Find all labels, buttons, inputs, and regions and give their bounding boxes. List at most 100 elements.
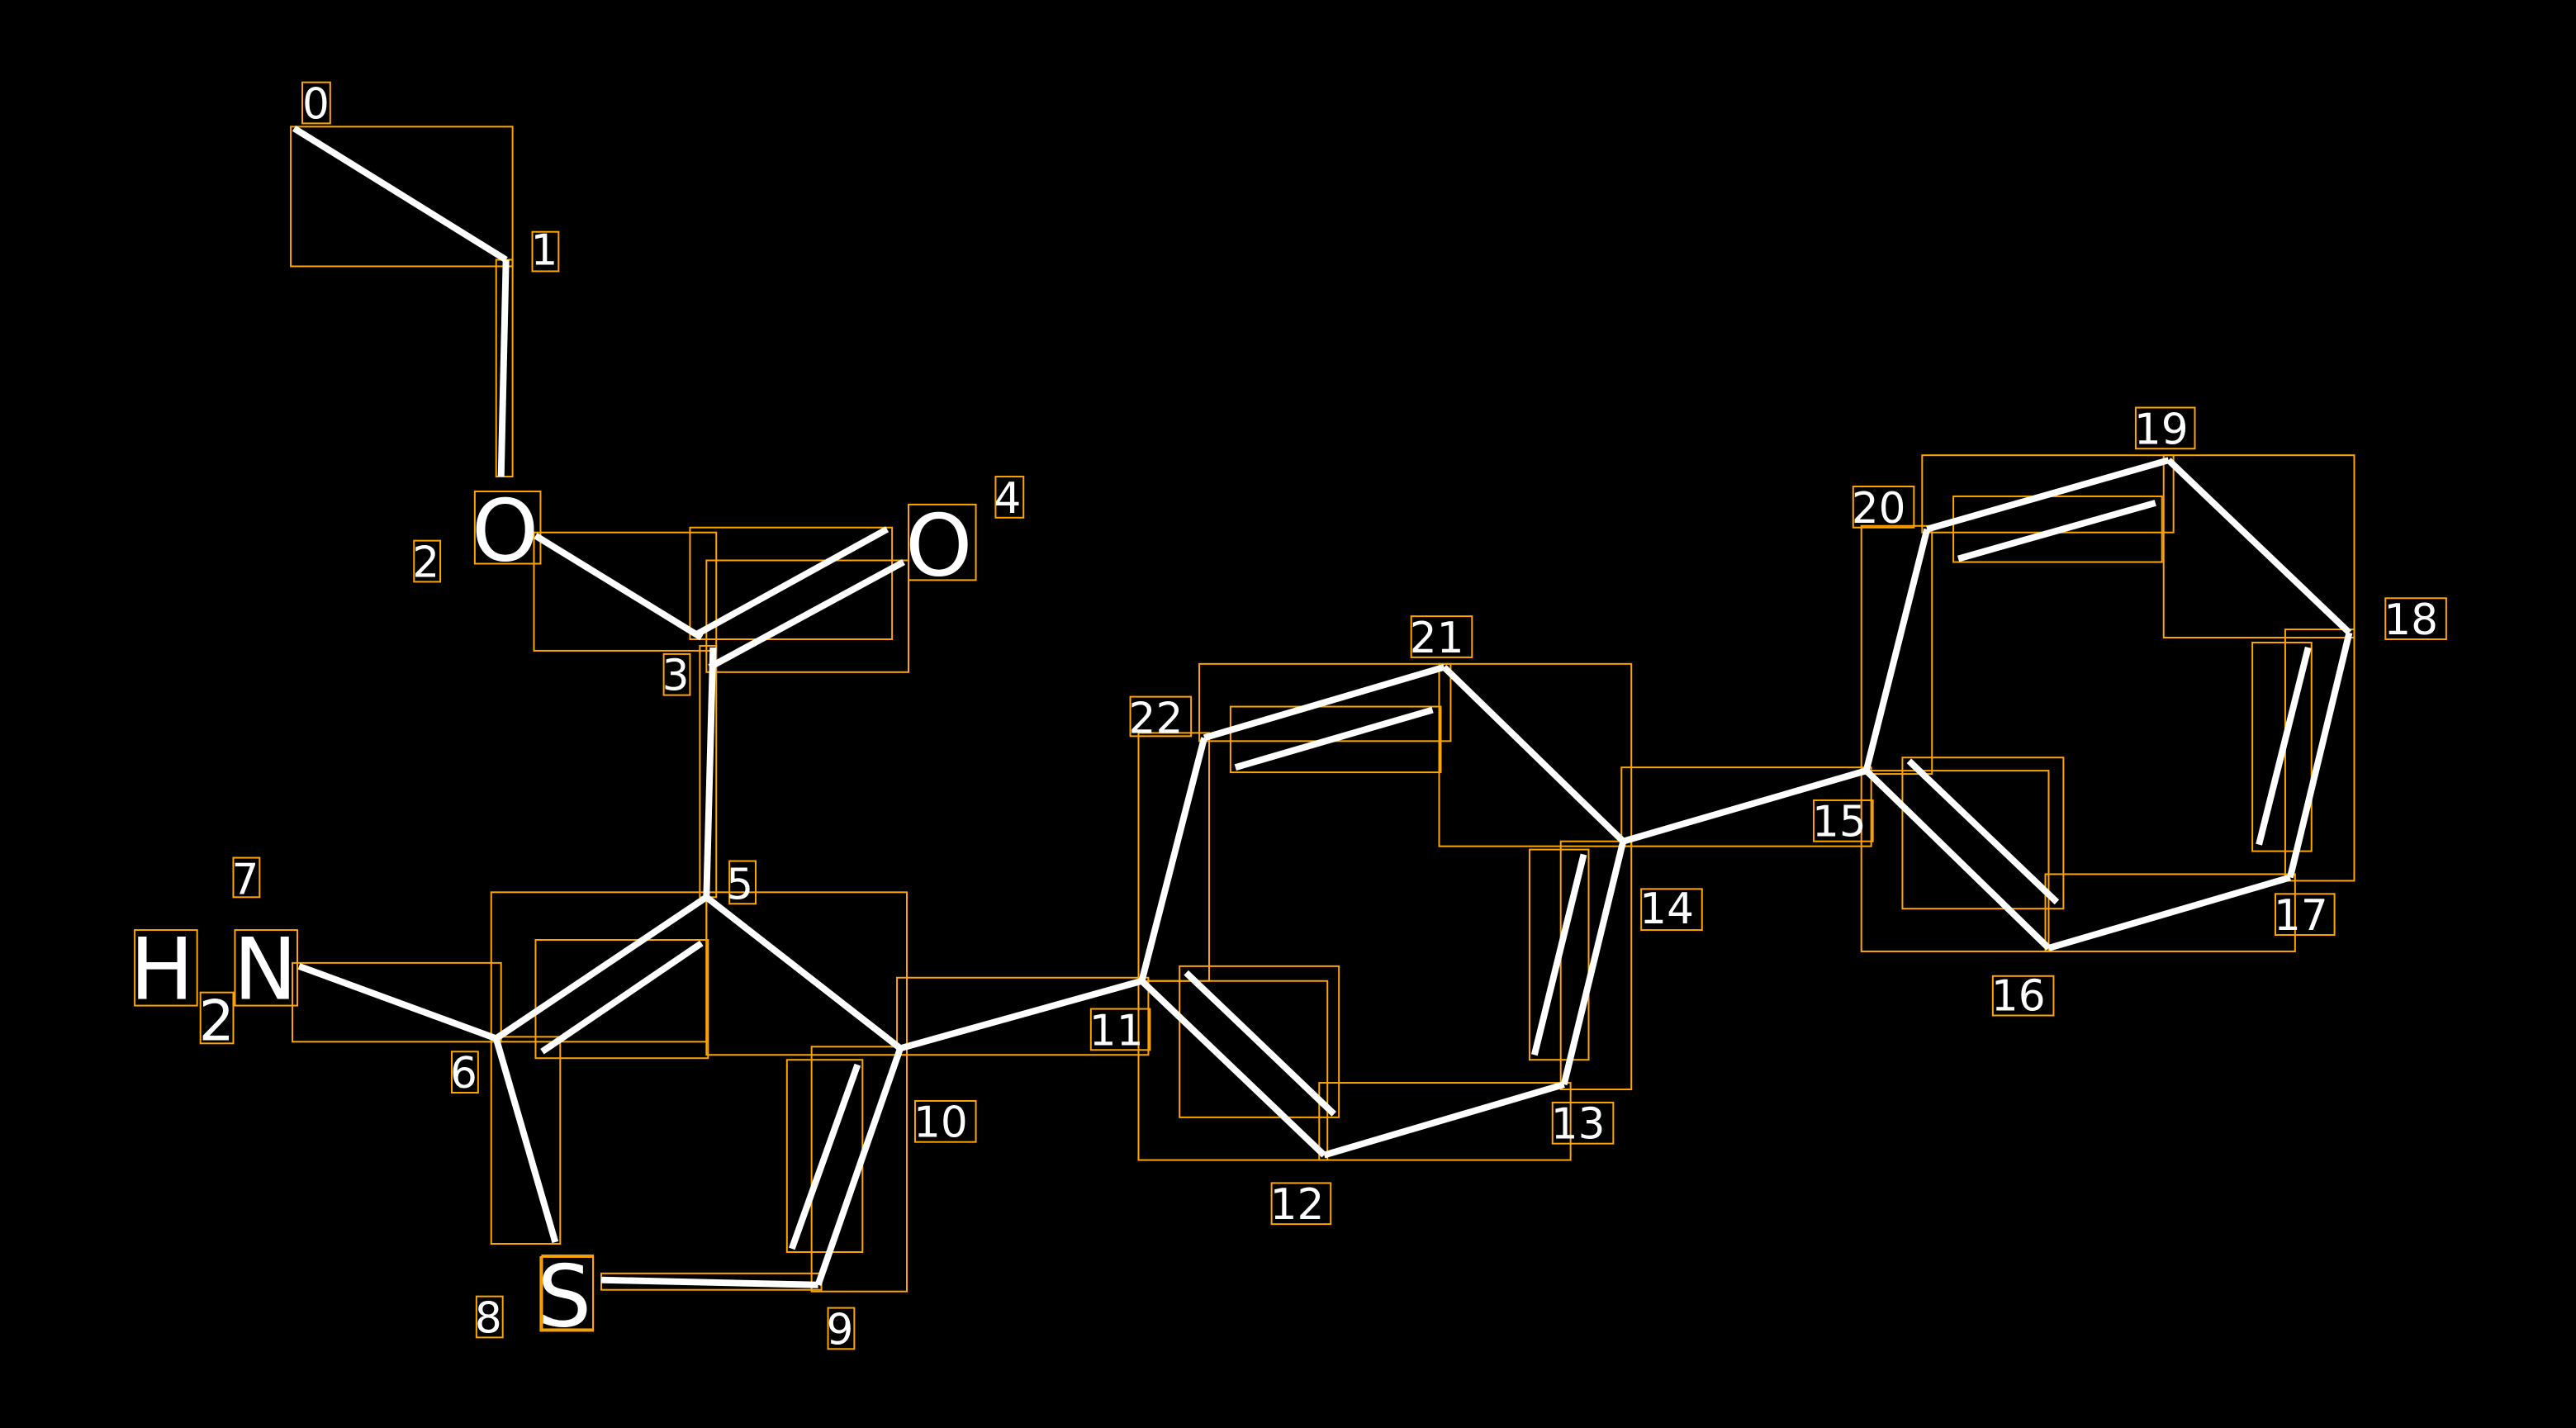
- bonds: [292, 125, 2353, 1288]
- bounding-box: [2284, 629, 2355, 882]
- atom-index-0: 0: [302, 79, 330, 129]
- bounding-box: [2134, 406, 2196, 450]
- atom-index-17: 17: [2274, 891, 2328, 941]
- bounding-box: [134, 929, 198, 1007]
- bond-line: [1203, 663, 1445, 742]
- bounding-box: [1559, 840, 1633, 1091]
- atom-index-16: 16: [1991, 972, 2046, 1022]
- bounding-box: [994, 476, 1025, 519]
- bounding-box: [1270, 1182, 1332, 1226]
- bounding-box: [1410, 615, 1473, 658]
- atom-index-11: 11: [1089, 1006, 1144, 1056]
- bounding-box: [232, 856, 261, 899]
- bounding-box: [689, 526, 894, 640]
- bounding-box: [908, 503, 977, 581]
- atom-nitrogen-7: N: [233, 921, 297, 1020]
- bond-line: [1531, 853, 1587, 1056]
- bond-line: [1234, 706, 1434, 771]
- bounding-box: [1852, 486, 1915, 529]
- bounding-box: [705, 559, 909, 673]
- atom-index-8: 8: [475, 1293, 502, 1343]
- bounding-box: [290, 126, 514, 268]
- bounding-box: [473, 490, 542, 565]
- atom-index-15: 15: [1812, 798, 1867, 847]
- atom-labels: O O H 2 N S: [130, 482, 972, 1347]
- bounding-box: [2044, 873, 2296, 952]
- bounding-box: [1813, 799, 1874, 842]
- bounding-box: [1528, 848, 1590, 1061]
- bounding-box: [1129, 695, 1193, 738]
- bond-line: [1441, 664, 1626, 844]
- bond-line: [708, 559, 905, 671]
- bounding-box: [728, 860, 757, 905]
- bond-line: [494, 894, 709, 1041]
- bond-line: [1139, 978, 1327, 1158]
- bounding-box: [199, 991, 235, 1045]
- bounding-box: [810, 1046, 908, 1293]
- bond-line: [1138, 737, 1207, 982]
- atom-index-12: 12: [1270, 1180, 1325, 1230]
- bond-line: [899, 977, 1143, 1052]
- bounding-box: [2251, 641, 2313, 852]
- bounding-box: [533, 531, 718, 652]
- bounding-box: [1991, 975, 2055, 1017]
- bounding-box: [475, 1295, 504, 1339]
- atom-oxygen-2: O: [472, 482, 538, 581]
- bond-line: [1323, 1081, 1565, 1159]
- atom-index-5: 5: [726, 860, 753, 909]
- bounding-box: [301, 81, 331, 125]
- bond-line: [1906, 758, 2060, 905]
- bounding-box: [1640, 888, 1703, 932]
- bounding-box: [1438, 662, 1633, 847]
- bond-line: [1926, 457, 2170, 533]
- bounding-box: [1901, 757, 2065, 910]
- bounding-box: [1179, 965, 1340, 1118]
- atom-index-10: 10: [913, 1098, 968, 1148]
- bond-line: [492, 1037, 559, 1244]
- bounding-box: [896, 976, 1150, 1056]
- bond-line: [600, 1276, 818, 1288]
- bond-line: [292, 125, 508, 263]
- atom-index-3: 3: [662, 652, 690, 701]
- bounding-box: [1952, 495, 2163, 563]
- bounding-box: [1860, 524, 1933, 776]
- bounding-box: [1137, 980, 1329, 1161]
- bounding-box: [539, 1255, 595, 1332]
- bond-line: [297, 963, 498, 1042]
- bounding-box: [705, 891, 908, 1056]
- bond-line: [1560, 840, 1627, 1085]
- bounding-box: [413, 539, 442, 583]
- bond-line: [540, 940, 704, 1055]
- atom-index-22: 22: [1129, 694, 1184, 743]
- atom-sulfur-8: S: [537, 1247, 591, 1346]
- bounding-box: [1620, 766, 1872, 847]
- atom-index-14: 14: [1639, 885, 1694, 934]
- bounding-box: [827, 1307, 856, 1350]
- bond-line: [704, 894, 903, 1051]
- bounding-box: [490, 1036, 562, 1245]
- atom-index-7: 7: [231, 855, 259, 904]
- bounding-box: [1860, 770, 2050, 952]
- bond-line: [2047, 874, 2292, 951]
- bond-line: [789, 1063, 861, 1250]
- atom-index-6: 6: [450, 1049, 477, 1098]
- bounding-box: [1229, 705, 1442, 774]
- bond-line: [1957, 500, 2156, 562]
- bounding-box: [2274, 893, 2336, 937]
- atom-index-18: 18: [2384, 595, 2438, 645]
- atom-index-1: 1: [530, 225, 557, 275]
- bounding-box: [2162, 454, 2355, 638]
- atom-index-20: 20: [1852, 484, 1906, 534]
- bounding-box: [1089, 1008, 1151, 1051]
- atom-index-2: 2: [412, 538, 439, 587]
- bounding-box: [1318, 1082, 1572, 1161]
- bond-line: [695, 526, 890, 638]
- bounding-box: [913, 1099, 977, 1143]
- bond-line: [2166, 458, 2352, 635]
- bond-line: [1862, 528, 1931, 772]
- bond-line: [1622, 767, 1867, 845]
- atom-hydrogen-count-7: 2: [199, 988, 235, 1053]
- bounding-box: [534, 939, 709, 1060]
- bond-line: [703, 647, 717, 898]
